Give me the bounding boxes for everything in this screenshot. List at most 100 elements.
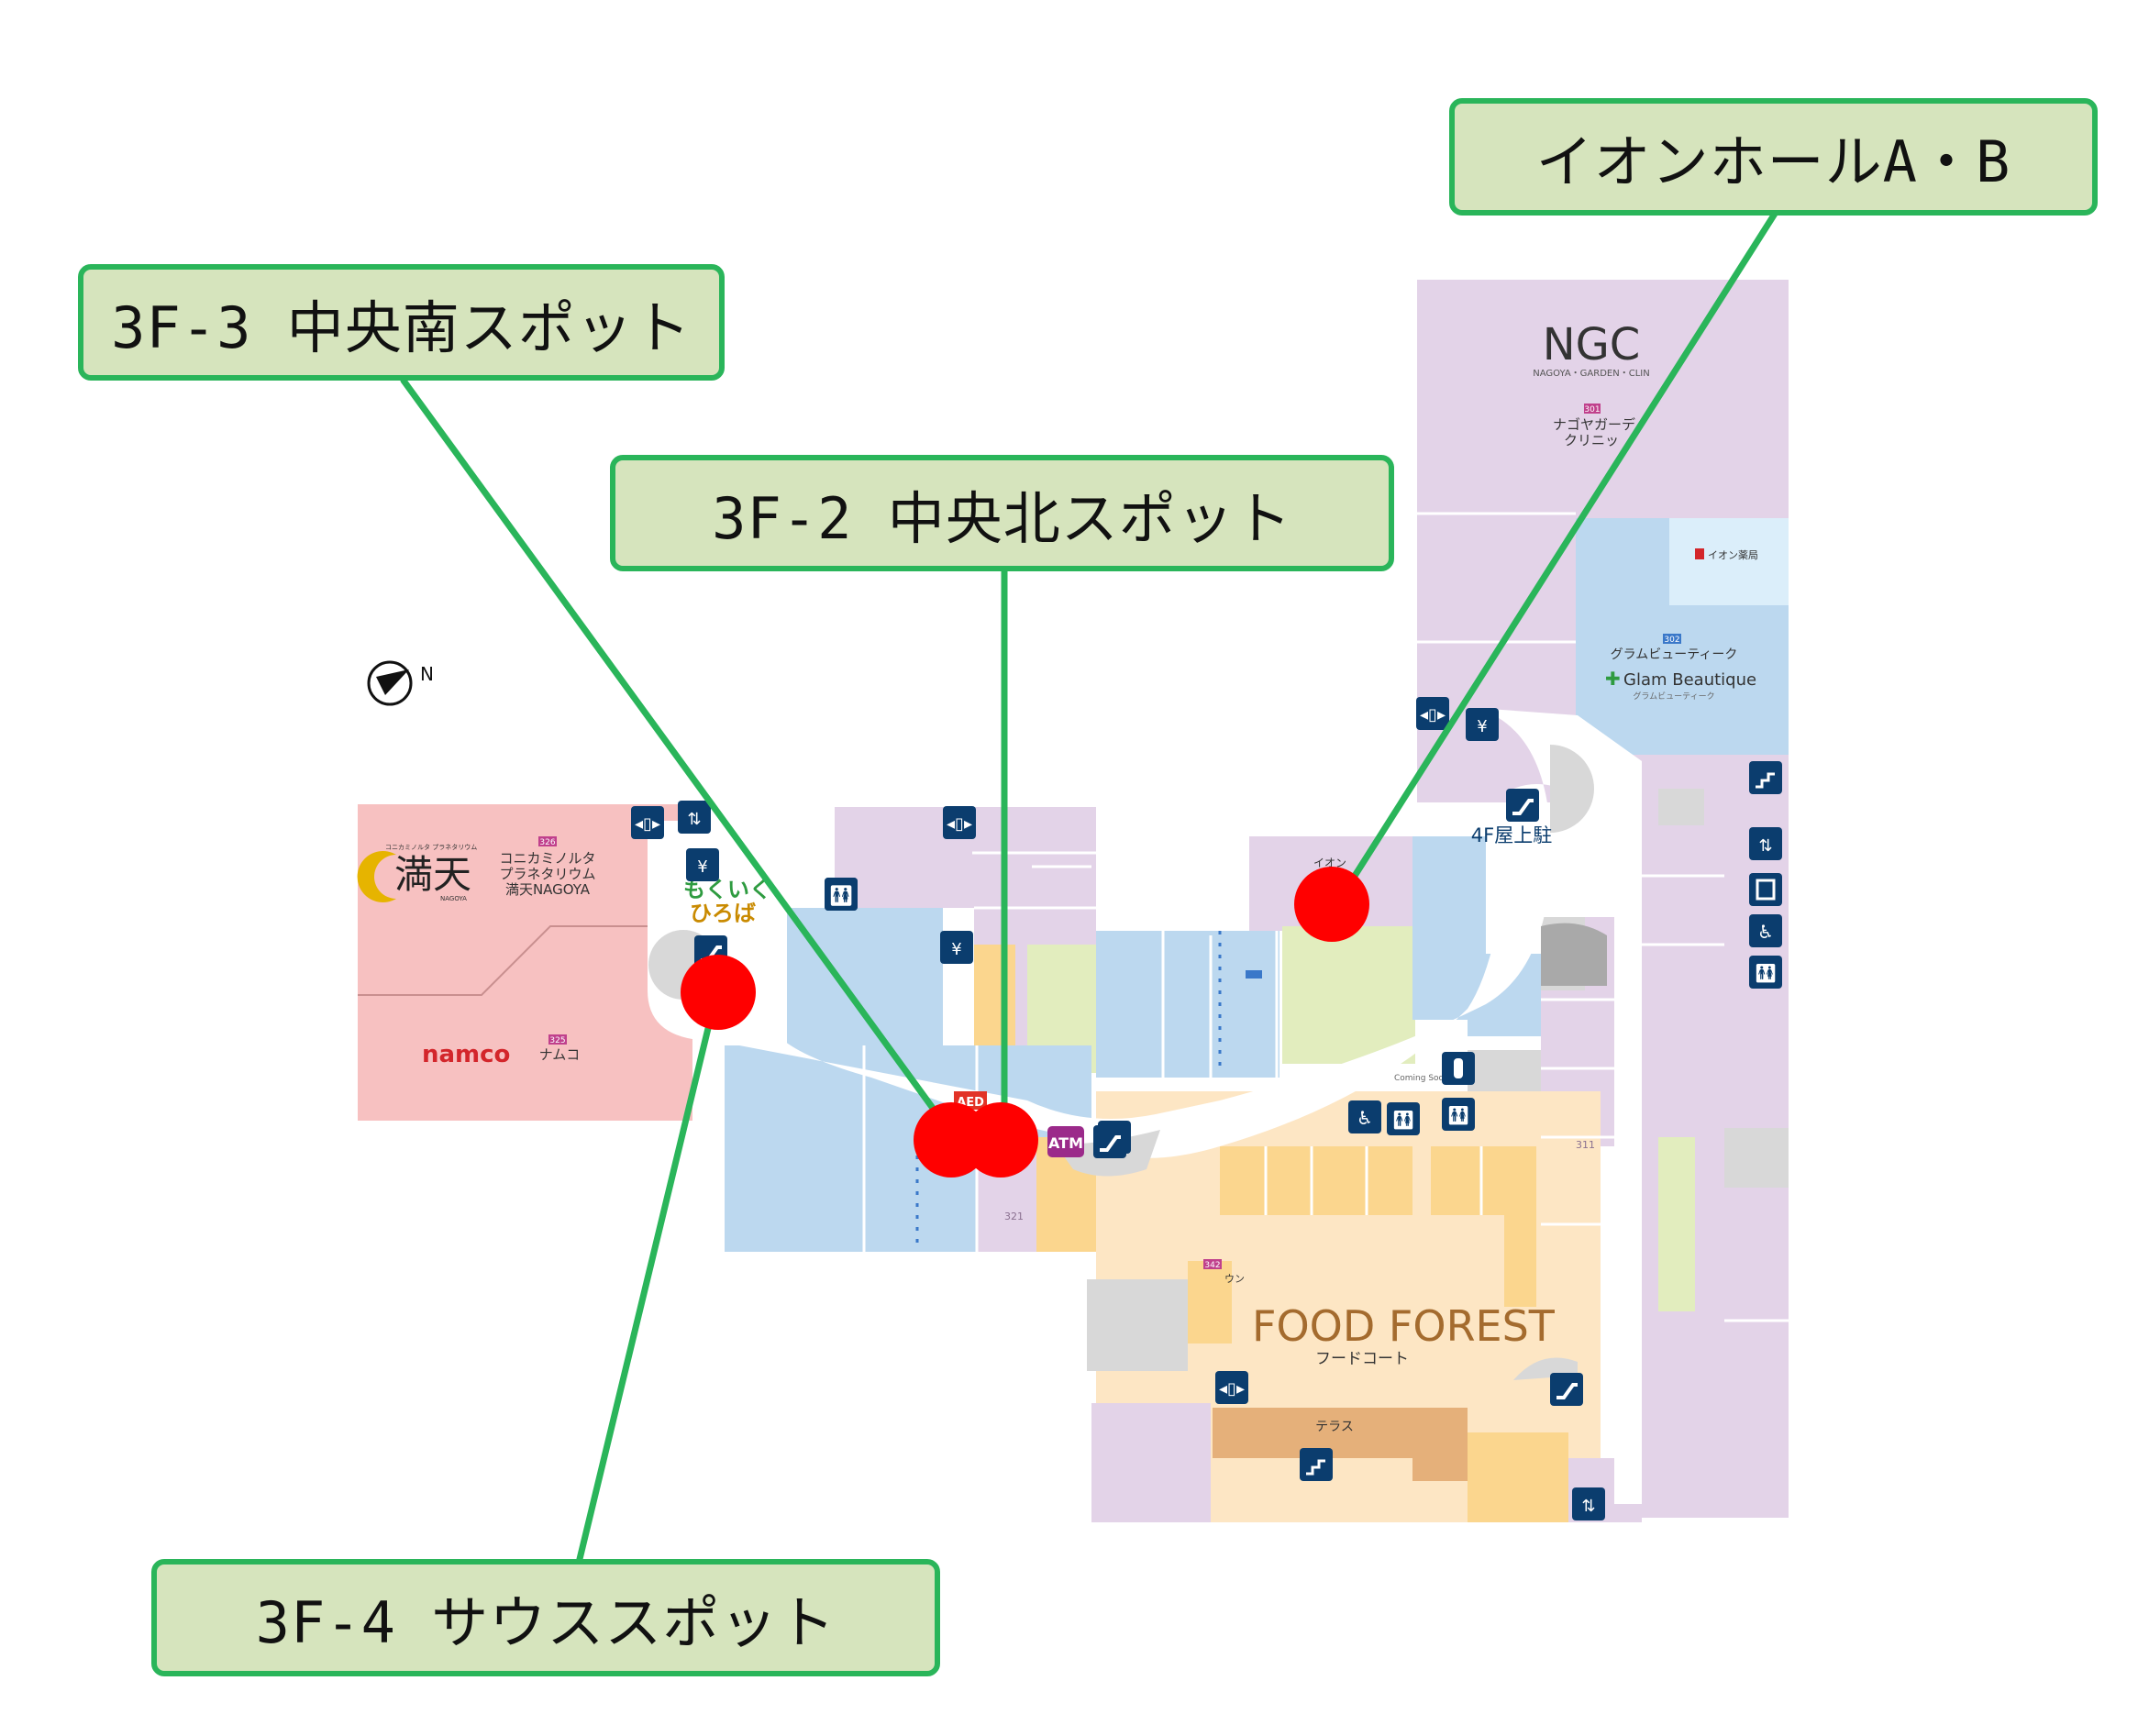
escalator-icon-atm-side[interactable]: [1093, 1125, 1126, 1158]
parking-yen-icon[interactable]: ¥: [686, 848, 719, 881]
escalator-icon[interactable]: [1506, 789, 1539, 822]
aeon-hall-map-label: イオン: [1313, 857, 1346, 869]
leader-3f3: [400, 377, 958, 1141]
restroom-icon[interactable]: 🚻︎: [1749, 956, 1782, 989]
marker-aeon-hall[interactable]: [1294, 867, 1369, 942]
aeon-pharmacy-area[interactable]: [1669, 518, 1789, 605]
escalator-icon[interactable]: [1550, 1373, 1583, 1406]
rooftop-parking-label: 4F屋上駐: [1471, 824, 1552, 846]
svg-text:◂▯▸: ◂▯▸: [1420, 705, 1446, 724]
callout-aeon-hall[interactable]: イオンホールA・B: [1449, 98, 2098, 216]
glam-plus: ✚: [1605, 668, 1621, 690]
stairs-icon[interactable]: [1749, 761, 1782, 794]
svg-text:¥: ¥: [951, 940, 961, 959]
accessible-icon[interactable]: ♿︎: [1749, 914, 1782, 947]
aeon-hall-lime[interactable]: [1282, 926, 1415, 1064]
baby-bottle-icon[interactable]: [1442, 1052, 1475, 1085]
food-shop-number: 342: [1204, 1261, 1220, 1270]
svg-text:◂▯▸: ◂▯▸: [635, 814, 660, 834]
svg-text:N: N: [420, 663, 434, 685]
food-stall-row-1[interactable]: [1220, 1146, 1412, 1215]
food-court-zone: [1087, 1091, 1642, 1522]
ngc-subtitle: NAGOYA・GARDEN・CLIN: [1533, 369, 1649, 379]
ramp-dark: [1541, 923, 1607, 986]
mokuiku-line-2: ひろば: [690, 901, 756, 926]
pink-divider: [358, 925, 692, 996]
svg-text:¥: ¥: [697, 857, 707, 877]
elevator-updown-icon[interactable]: ⇅: [678, 801, 711, 834]
elevator-icon[interactable]: ◂▯▸: [943, 806, 976, 839]
callout-spot-3f2[interactable]: 3F-2 中央北スポット: [610, 455, 1394, 571]
east-lime-strip: [1658, 1137, 1695, 1311]
planetarium-line-2: プラネタリウム: [499, 866, 595, 882]
marker-3f4[interactable]: [681, 955, 756, 1030]
namco-kana: ナムコ: [539, 1046, 581, 1063]
ngc-name-1: ナゴヤガーデ: [1553, 416, 1635, 433]
restroom-icon[interactable]: 🚻︎: [1442, 1098, 1475, 1131]
elevator-updown-icon[interactable]: ⇅: [1749, 827, 1782, 860]
dotted-guides: [915, 931, 1222, 1247]
glam-number: 302: [1664, 636, 1679, 645]
svg-text:🚻︎: 🚻︎: [1446, 1104, 1469, 1126]
svg-text:⇅: ⇅: [1758, 836, 1772, 856]
svg-text:◂▯▸: ◂▯▸: [1219, 1379, 1245, 1399]
namco-badge: [548, 1034, 567, 1045]
store-block-blue-2[interactable]: [1096, 931, 1279, 1078]
atm-icon[interactable]: ATM: [1047, 1126, 1084, 1157]
coming-soon-label: Coming Soon: [1394, 1074, 1449, 1083]
parking-yen-icons: ¥ ¥ ¥: [686, 708, 1499, 964]
aeon-pharmacy-mark: [1695, 548, 1704, 559]
manten-nagoya: NAGOYA: [440, 895, 467, 902]
east-gray-block-1: [1658, 789, 1704, 825]
restroom-icons: ♿︎ 🚻︎ 🚻︎ 🚻︎ 🚻︎: [825, 878, 1782, 1135]
svg-text:♿︎: ♿︎: [1757, 921, 1774, 943]
planetarium-line-3: 満天NAGOYA: [505, 881, 591, 898]
food-court-lavender[interactable]: [1091, 1403, 1211, 1522]
food-stall-right[interactable]: [1504, 1215, 1536, 1307]
callout-spot-3f3[interactable]: 3F-3 中央南スポット: [78, 264, 725, 381]
elevator-icon[interactable]: ◂▯▸: [631, 806, 664, 839]
elevator-updown-icon[interactable]: ⇅: [1572, 1487, 1605, 1520]
elevator-icon[interactable]: ◂▯▸: [1416, 697, 1449, 730]
manten-moon-icon: [357, 851, 396, 903]
manten-logo: 満天: [394, 852, 471, 897]
nursing-room-icon[interactable]: [1749, 873, 1782, 906]
spot-markers: [681, 867, 1369, 1178]
food-stall-row-2[interactable]: [1431, 1146, 1536, 1215]
aeon-pharmacy-label: イオン薬局: [1708, 549, 1758, 561]
callout-spot-3f4[interactable]: 3F-4 サウススポット: [151, 1559, 940, 1676]
svg-text:ATM: ATM: [1048, 1134, 1083, 1152]
stairs-icon[interactable]: [1300, 1448, 1333, 1481]
namco-number: 325: [549, 1036, 565, 1045]
store-labels: NGC NAGOYA・GARDEN・CLIN 301 ナゴヤガーデ クリニッ イ…: [357, 319, 1758, 1434]
elevator-icon[interactable]: ◂▯▸: [1215, 1371, 1248, 1404]
stair-lift-icons: ⇅ ⇅ ⇅: [678, 801, 1782, 1520]
grid-lines: [862, 512, 1789, 1322]
leader-lines: [400, 210, 1778, 1563]
terrace-label: テラス: [1315, 1420, 1354, 1434]
food-court-gray: [1087, 1279, 1188, 1371]
terrace-area[interactable]: [1213, 1408, 1468, 1481]
svg-text:◂▯▸: ◂▯▸: [947, 814, 972, 834]
parking-yen-icon[interactable]: ¥: [940, 931, 973, 964]
svg-text:¥: ¥: [1477, 717, 1487, 736]
leader-3f4: [576, 987, 721, 1563]
parking-yen-icon[interactable]: ¥: [1466, 708, 1499, 741]
ngc-name-2: クリニッ: [1564, 432, 1619, 448]
planetarium-badge: [538, 836, 557, 846]
food-shop-name: ウン: [1224, 1273, 1245, 1285]
restroom-family-icon[interactable]: 🚻︎: [1387, 1102, 1420, 1135]
accessible-icon[interactable]: ♿︎: [1348, 1100, 1381, 1133]
ngc-logo: NGC: [1543, 319, 1641, 370]
food-stall-left[interactable]: [1188, 1261, 1232, 1343]
planetarium-namco-area[interactable]: [358, 804, 692, 1121]
namco-logo: namco: [422, 1041, 510, 1068]
glam-name: グラムビューティーク: [1611, 647, 1738, 662]
east-gray-block-2: [1724, 1128, 1789, 1188]
svg-text:⇅: ⇅: [1581, 1497, 1595, 1516]
svg-text:♿︎: ♿︎: [1357, 1107, 1373, 1129]
food-stall-bottom[interactable]: [1468, 1432, 1568, 1522]
marker-3f2[interactable]: [963, 1102, 1038, 1178]
